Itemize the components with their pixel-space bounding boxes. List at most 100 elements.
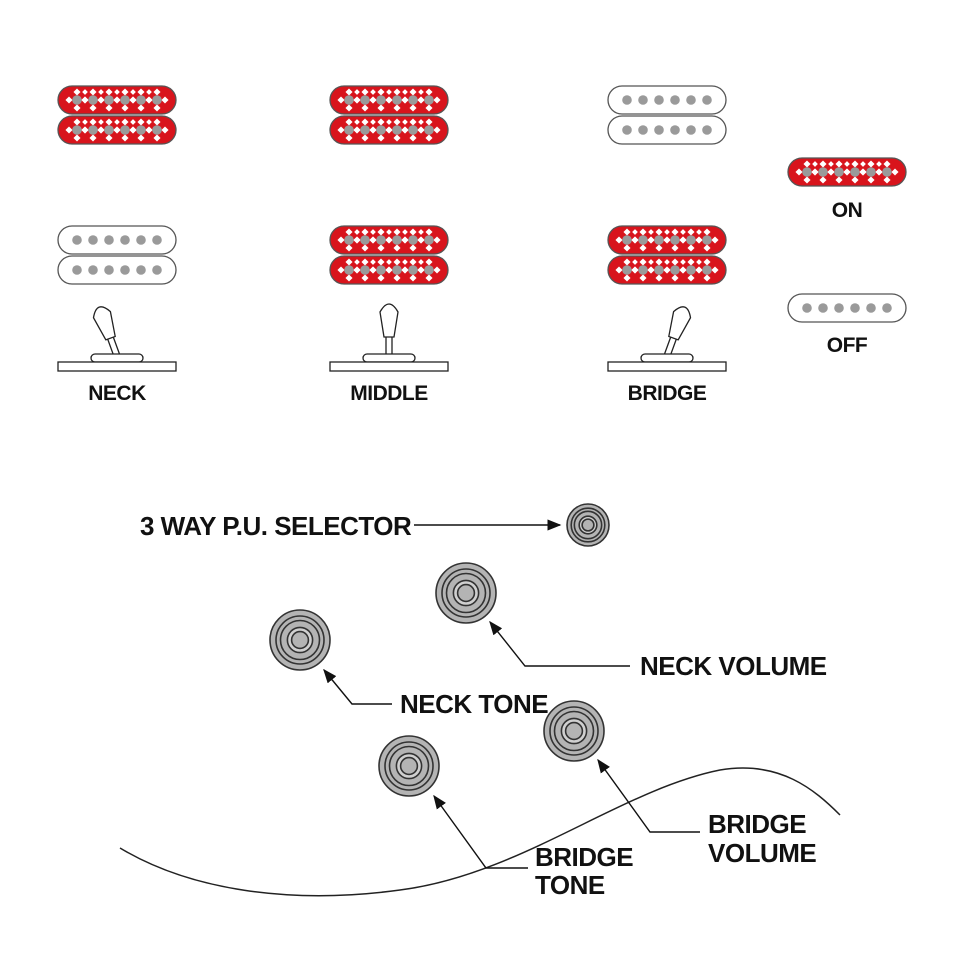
pole-piece [702,265,712,275]
pole-piece [88,265,98,275]
pole-piece [344,235,354,245]
pole-piece [136,235,146,245]
bridge-tone-knob[interactable] [378,735,440,797]
pole-piece [424,265,434,275]
pole-piece [88,125,98,135]
pole-piece [88,95,98,105]
pole-piece [424,125,434,135]
bridge-pickup-coil-a [607,225,727,255]
pole-piece [152,265,162,275]
pole-piece [104,235,114,245]
pole-piece [702,95,712,105]
position-label-middle: MIDDLE [350,382,428,405]
pole-piece [360,235,370,245]
pole-piece [392,265,402,275]
pole-piece [866,167,876,177]
pole-piece [104,125,114,135]
pole-piece [654,265,664,275]
bridge-pickup-coil-a [57,225,177,255]
pole-piece [72,95,82,105]
pole-piece [686,235,696,245]
bridge-pickup-coil-b [607,255,727,285]
pole-piece [424,235,434,245]
pole-piece [882,303,892,313]
pole-piece [622,265,632,275]
bridge-tone-label-line2: TONE [535,870,605,900]
selector-knob[interactable] [566,503,610,547]
pole-piece [424,95,434,105]
toggle-lever [663,306,692,359]
toggle-lever [379,303,399,358]
pole-piece [408,125,418,135]
pole-piece [360,265,370,275]
neck-tone-knob[interactable] [269,609,331,671]
pole-piece [654,125,664,135]
bridge-tone-arrow [433,794,528,869]
neck-volume-arrow [489,620,630,667]
pole-piece [152,235,162,245]
neck-pickup-coil-b [57,115,177,145]
pole-piece [702,125,712,135]
pole-piece [670,235,680,245]
guitar-body-outline [119,767,841,897]
neck-pickup-coil-a [607,85,727,115]
pole-piece [834,167,844,177]
bridge-volume-label-line2: VOLUME [708,838,816,868]
legend-off-pickup [787,293,907,323]
pole-piece [376,125,386,135]
toggle-plate [57,361,177,372]
pole-piece [882,167,892,177]
pole-piece [670,265,680,275]
position-label-neck: NECK [88,382,146,405]
bridge-volume-label-line1: BRIDGE [708,809,806,839]
toggle-lever [92,306,121,359]
pole-piece [702,235,712,245]
pole-piece [152,125,162,135]
pole-piece [72,235,82,245]
pole-piece [622,125,632,135]
legend-on-pickup [787,157,907,187]
pole-piece [392,125,402,135]
pole-piece [686,95,696,105]
legend-on-label: ON [832,199,863,222]
pole-piece [686,125,696,135]
neck-pickup-coil-b [607,115,727,145]
neck-tone-arrow [323,668,392,705]
pole-piece [120,235,130,245]
pole-piece [638,265,648,275]
pole-piece [408,265,418,275]
toggle-plate [607,361,727,372]
neck-tone-label: NECK TONE [400,689,548,719]
bridge-pickup-coil-b [329,255,449,285]
pole-piece [136,125,146,135]
pole-piece [72,125,82,135]
neck-pickup-coil-a [329,85,449,115]
pole-piece [360,95,370,105]
neck-volume-knob[interactable] [435,562,497,624]
pole-piece [622,235,632,245]
pole-piece [850,303,860,313]
pole-piece [818,167,828,177]
pole-piece [408,235,418,245]
neck-pickup-coil-a [57,85,177,115]
legend-off-label: OFF [827,334,868,357]
pole-piece [638,95,648,105]
pole-piece [152,95,162,105]
pole-piece [136,95,146,105]
position-label-bridge: BRIDGE [628,382,707,405]
pole-piece [670,125,680,135]
pole-piece [376,95,386,105]
neck-volume-label: NECK VOLUME [640,651,827,681]
toggle-switch-bridge [607,306,727,372]
pole-piece [360,125,370,135]
bridge-volume-knob[interactable] [543,700,605,762]
pole-piece [104,95,114,105]
bridge-pickup-coil-a [329,225,449,255]
pole-piece [802,303,812,313]
pole-piece [392,95,402,105]
pole-piece [802,167,812,177]
pole-piece [850,167,860,177]
pole-piece [376,235,386,245]
pole-piece [866,303,876,313]
